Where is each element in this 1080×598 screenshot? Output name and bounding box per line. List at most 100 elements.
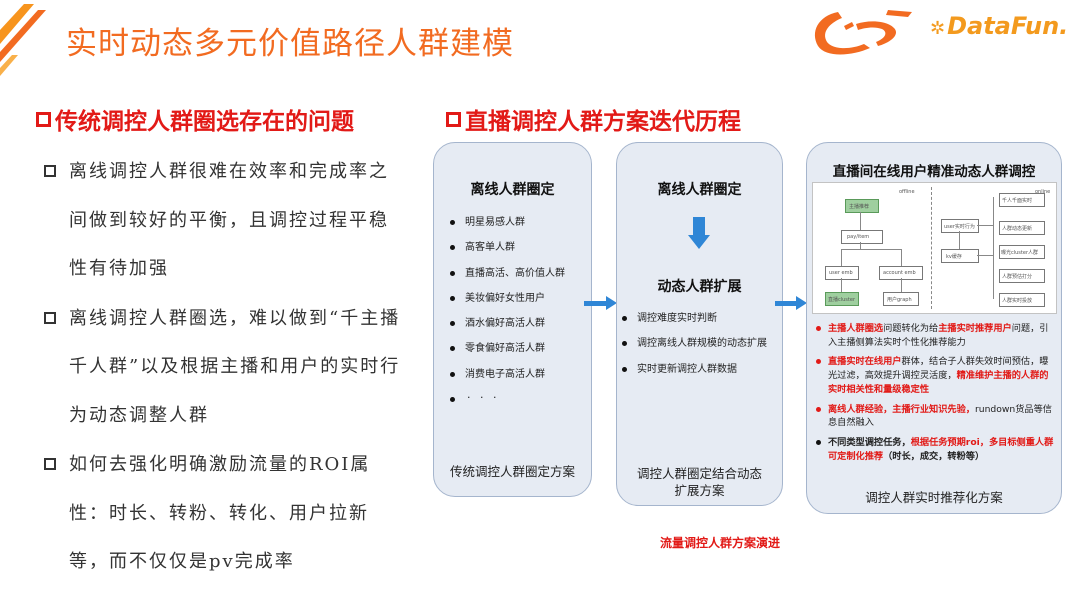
list-item: 高客单人群 [450,235,565,260]
datafun-star-icon: ✲ [930,18,946,39]
bullet-dot-icon [622,316,627,321]
flow-edge [841,249,842,266]
panel-subtitle: 动态人群扩展 [657,279,742,295]
panel-title: 直播间在线用户精准动态人群调控 [832,164,1036,180]
list-item: 美妆偏好女性用户 [450,286,565,311]
flow-node: 人群预估打分 [999,269,1045,283]
bullet-item: 不同类型调控任务，根据任务预期roi，多目标侧重人群可定制化推荐（时长，成交，转… [814,436,1056,463]
flow-label-offline: offline [899,189,915,195]
bullet-dot-icon [816,326,821,331]
heading-square-icon [36,111,51,127]
bullet-text-segment: 根据任务预期roi，多目标侧重人群可定制化推荐 [828,436,1054,462]
list-item: 调控难度实时判断 [622,306,767,331]
flow-node: 曝光cluster人群 [999,245,1045,259]
list-item: 调控离线人群规模的动态扩展 [622,331,767,356]
bullet-text-segment: 主播人群圈选 [828,323,884,334]
bullet-square-icon [44,165,56,177]
problem-item: 如何去强化明确激励流量的ROI属性：时长、转粉、转化、用户拉新等，而不仅仅是pv… [44,441,404,587]
flow-divider [931,187,932,309]
page-title: 实时动态多元价值路径人群建模 [66,26,514,62]
flow-node: 用户graph [883,292,919,306]
left-section-heading: 传统调控人群圈选存在的问题 [36,104,354,135]
arrow-down-head-icon [688,235,710,249]
flow-edge [860,242,861,250]
right-section-heading: 直播调控人群方案迭代历程 [446,104,741,135]
bullet-text-segment: 直播实时在线用户 [828,356,902,368]
flow-diagram: offline online 主播推荐 pay/item user emb ac… [812,182,1057,314]
bullet-item: 离线人群经验，主播行业知识先验，rundown货品等信息自然融入 [814,403,1056,430]
heading-square-icon [446,111,461,127]
bullet-dot-icon [450,270,455,276]
list-item: 实时更新调控人群数据 [622,357,767,382]
problem-list: 离线调控人群很难在效率和完成率之间做到较好的平衡，且调控过程平稳性有待加强 离线… [44,148,404,588]
bullet-text-segment: 群体，结合子人群失效时间预估，曝光过滤，高效提升调控灵活度， [828,356,1049,382]
problem-item: 离线调控人群很难在效率和完成率之间做到较好的平衡，且调控过程平稳性有待加强 [44,148,404,294]
flow-node: 人群动态更新 [999,221,1045,235]
arrow-right-head-icon [606,296,617,310]
bullet-dot-icon [450,295,455,301]
panel-traditional: 离线人群圈定 传统调控人群圈定方案 [433,142,592,497]
bullet-dot-icon [450,346,455,352]
bullet-text-segment: 离线人群经验，主播行业知识先验， [828,403,975,415]
flow-label-online: online [1035,189,1051,195]
panel-footer: 调控人群实时推荐化方案 [865,490,1003,505]
bullet-text-segment: 问题，引入主播侧算法实时个性化推荐能力 [828,323,1049,348]
flow-edge [841,249,901,250]
arrow-right-icon [584,301,607,306]
bullet-dot-icon [450,245,455,251]
list-item: 直播高活、高价值人群 [450,261,565,286]
flow-edge [977,255,993,256]
diagram-caption: 流量调控人群方案演进 [660,536,781,550]
arrow-right-head-icon [796,296,807,310]
arrow-right-icon [775,301,797,306]
flow-node: 人群实时投放 [999,293,1045,307]
bullet-text-segment: 精准维护主播的人群的实时相关性和量级稳定性 [828,370,1049,395]
flow-node: 直播cluster [825,292,859,306]
flow-edge [959,231,960,249]
flow-node: 千人千面实时 [999,193,1045,207]
problem-item: 离线调控人群圈选，难以做到“千主播千人群”以及根据主播和用户的实时行为动态调整人… [44,295,404,441]
list-item: 零食偏好高活人群 [450,336,565,361]
flow-node: account emb [879,266,923,280]
panel-footer-line2: 扩展方案 [674,483,725,498]
flow-edge [860,212,861,230]
alibaba-logo-icon [814,10,912,55]
flow-node: user emb [825,266,859,280]
bullet-item: 直播实时在线用户群体，结合子人群失效时间预估，曝光过滤，高效提升调控灵活度，精准… [814,355,1056,396]
flow-node: kv缓存 [941,249,979,263]
flow-node: pay/item [841,230,883,244]
bullet-dot-icon [622,341,627,347]
bullet-dot-icon [450,321,455,327]
panel2-list: 调控难度实时判断 调控离线人群规模的动态扩展 实时更新调控人群数据 [622,306,767,382]
bullet-dot-icon [450,220,455,225]
bullet-text-segment: 不同类型调控任务， [828,436,911,448]
bullet-text-segment: （时长，成交，转粉等） [883,450,985,462]
panel-dynamic-expansion: 离线人群圈定 动态人群扩展 调控人群圈定结合动态 扩展方案 [616,142,783,506]
flow-edge [977,225,993,226]
panel1-list: 明星易感人群 高客单人群 直播高活、高价值人群 美妆偏好女性用户 酒水偏好高活人… [450,210,565,403]
bullet-square-icon [44,458,56,470]
bullet-dot-icon [816,439,821,445]
list-ellipsis: . . . [450,387,565,403]
corner-stripes [0,4,46,76]
list-item: 消费电子高活人群 [450,362,565,387]
panel-footer-line1: 调控人群圈定结合动态 [636,466,762,481]
bullet-dot-icon [816,406,821,412]
flow-edge [993,197,994,299]
flow-node: 主播推荐 [845,199,879,213]
bullet-text-segment: 主播实时推荐用户 [938,323,1012,334]
flow-edge [841,278,842,292]
bullet-text-segment: 问题转化为给 [883,323,939,334]
bullet-dot-icon [816,359,821,365]
bullet-dot-icon [450,397,455,403]
panel-title: 离线人群圈定 [470,182,555,198]
bullet-dot-icon [622,366,627,372]
panel-footer: 传统调控人群圈定方案 [449,464,575,479]
flow-node: user实时行为 [941,219,979,233]
flow-edge [901,249,902,266]
arrow-down-icon [693,217,705,235]
flow-edge [901,278,902,292]
list-item: 明星易感人群 [450,210,565,235]
bullet-text-segment: rundown货品等信息自然融入 [828,403,1052,429]
bullet-item: 主播人群圈选问题转化为给主播实时推荐用户问题，引入主播侧算法实时个性化推荐能力 [814,322,1056,349]
